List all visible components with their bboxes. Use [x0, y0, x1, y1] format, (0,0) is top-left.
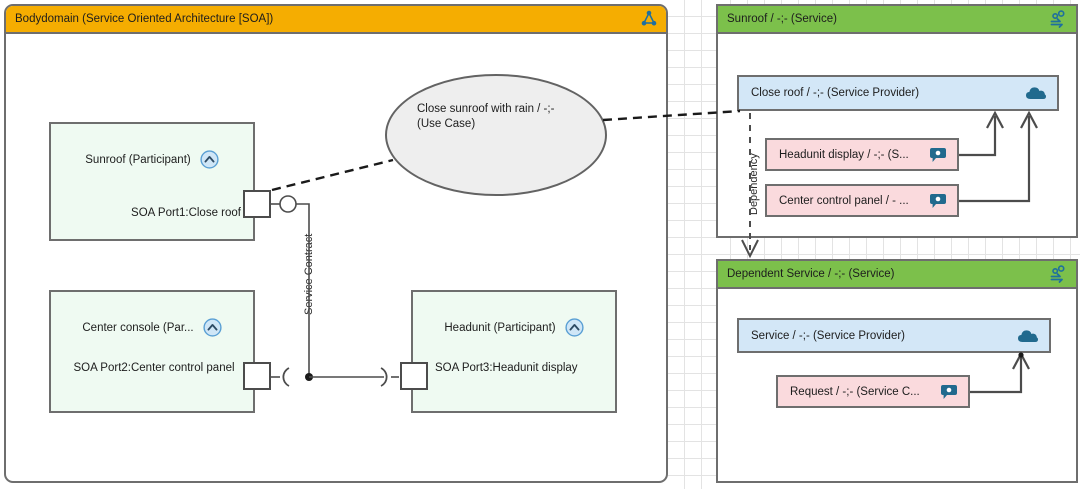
service-consumer-headunit-display[interactable]: Headunit display / -;- (S... [765, 138, 959, 171]
participant-sunroof-title: Sunroof (Participant) [85, 153, 191, 166]
participant-headunit-title-row: Headunit (Participant) [413, 318, 615, 337]
use-case-line-2: (Use Case) [417, 118, 476, 130]
participant-center-console[interactable]: Center console (Par... SOA Port2:Center … [49, 290, 255, 413]
participant-headunit[interactable]: Headunit (Participant) SOA Port3:Headuni… [411, 290, 617, 413]
dependent-service-panel[interactable]: Dependent Service / -;- (Service) [716, 259, 1078, 483]
participant-sunroof[interactable]: Sunroof (Participant) SOA Port1:Close ro… [49, 122, 255, 241]
chevron-up-circle-icon[interactable] [565, 318, 584, 337]
cloud-icon [1025, 85, 1047, 101]
bodydomain-title: Bodydomain (Service Oriented Architectur… [15, 13, 274, 25]
dependent-service-header[interactable]: Dependent Service / -;- (Service) [718, 261, 1076, 289]
service-provider-service[interactable]: Service / -;- (Service Provider) [737, 318, 1051, 353]
port-soa-port1[interactable] [243, 190, 271, 218]
participant-sunroof-port-label: SOA Port1:Close roof [131, 207, 241, 219]
sunroof-service-header[interactable]: Sunroof / -;- (Service) [718, 6, 1076, 34]
service-consumer-request[interactable]: Request / -;- (Service C... [776, 375, 970, 408]
speech-bubble-icon [929, 146, 947, 164]
chevron-up-circle-icon[interactable] [203, 318, 222, 337]
soa-domain-icon [640, 10, 658, 28]
port-soa-port2[interactable] [243, 362, 271, 390]
use-case-line-1: Close sunroof with rain / -;- [417, 103, 555, 115]
bodydomain-header[interactable]: Bodydomain (Service Oriented Architectur… [6, 6, 666, 34]
participant-headunit-title: Headunit (Participant) [444, 321, 556, 334]
participant-center-console-port-label: SOA Port2:Center control panel [73, 362, 235, 374]
speech-bubble-icon [929, 192, 947, 210]
service-provider-close-roof-label: Close roof / -;- (Service Provider) [751, 87, 920, 99]
use-case-text: Close sunroof with rain / -;- (Use Case) [417, 102, 591, 132]
service-consumer-center-control-panel[interactable]: Center control panel / - ... [765, 184, 959, 217]
grid-background-gap [714, 238, 1080, 260]
participant-center-console-title: Center console (Par... [82, 321, 194, 334]
dependency-label: Dependency [748, 153, 760, 215]
cloud-icon [1017, 328, 1039, 344]
dependent-service-title: Dependent Service / -;- (Service) [727, 268, 895, 280]
service-consumer-headunit-display-label: Headunit display / -;- (S... [779, 148, 909, 161]
use-case-close-sunroof[interactable]: Close sunroof with rain / -;- (Use Case) [385, 74, 607, 196]
grid-background-top-right [714, 0, 1080, 4]
participant-center-console-title-row: Center console (Par... [51, 318, 253, 337]
service-consumer-request-label: Request / -;- (Service C... [790, 385, 920, 398]
service-icon [1048, 264, 1068, 284]
chevron-up-circle-icon[interactable] [200, 150, 219, 169]
service-icon [1048, 9, 1068, 29]
participant-sunroof-title-row: Sunroof (Participant) [51, 150, 253, 169]
service-provider-service-label: Service / -;- (Service Provider) [751, 329, 906, 342]
service-contract-label: Service Contract [303, 233, 315, 315]
service-provider-close-roof[interactable]: Close roof / -;- (Service Provider) [737, 75, 1059, 111]
speech-bubble-icon [940, 383, 958, 401]
grid-background-middle [668, 0, 716, 489]
port-soa-port3[interactable] [400, 362, 428, 390]
participant-headunit-port-label: SOA Port3:Headunit display [435, 362, 578, 374]
sunroof-service-title: Sunroof / -;- (Service) [727, 13, 837, 25]
service-consumer-center-control-panel-label: Center control panel / - ... [779, 194, 909, 207]
